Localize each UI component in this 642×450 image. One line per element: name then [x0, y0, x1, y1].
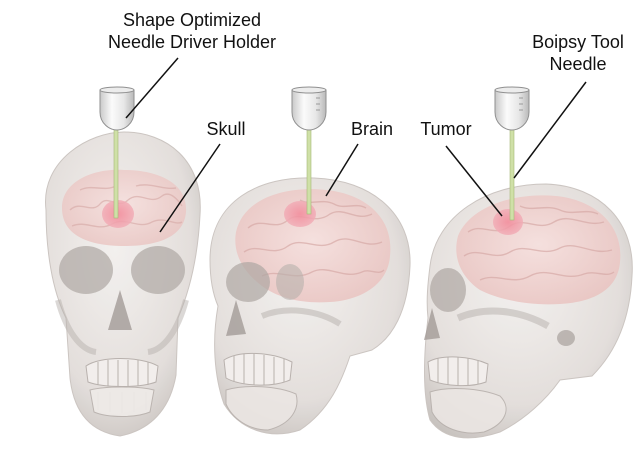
lateral-tumor: [493, 209, 523, 235]
front-holder: [100, 90, 134, 130]
side-view-skull-group: [210, 178, 410, 434]
side-eye-socket: [226, 262, 270, 302]
side-holder: [292, 90, 326, 130]
label-needle-line-1: Boipsy Tool: [528, 31, 628, 53]
label-needle-driver-holder: Shape Optimized Needle Driver Holder: [96, 9, 288, 53]
lateral-ear-canal: [557, 330, 575, 346]
front-left-eye-socket: [59, 246, 113, 294]
front-holder-top: [100, 87, 134, 93]
front-lower-teeth: [90, 387, 154, 417]
side-eye-socket-far: [276, 264, 304, 300]
side-holder-top: [292, 87, 326, 93]
front-upper-teeth: [86, 359, 158, 387]
lateral-needle: [510, 122, 514, 220]
label-needle-line-2: Needle: [528, 53, 628, 75]
label-skull: Skull: [200, 118, 252, 140]
front-view-skull-group: [46, 132, 201, 436]
lateral-brain: [456, 195, 620, 304]
side-needle: [307, 122, 311, 214]
label-brain: Brain: [344, 118, 400, 140]
front-right-eye-socket: [131, 246, 185, 294]
leader-holder: [126, 58, 178, 118]
label-tumor: Tumor: [414, 118, 478, 140]
front-needle: [114, 122, 118, 218]
lateral-holder: [495, 90, 529, 130]
lateral-eye-socket: [430, 268, 466, 312]
lateral-holder-top: [495, 87, 529, 93]
lateral-view-skull-group: [424, 184, 632, 438]
label-holder-line-2: Needle Driver Holder: [96, 31, 288, 53]
label-biopsy-tool-needle: Boipsy Tool Needle: [528, 31, 628, 75]
label-holder-line-1: Shape Optimized: [96, 9, 288, 31]
